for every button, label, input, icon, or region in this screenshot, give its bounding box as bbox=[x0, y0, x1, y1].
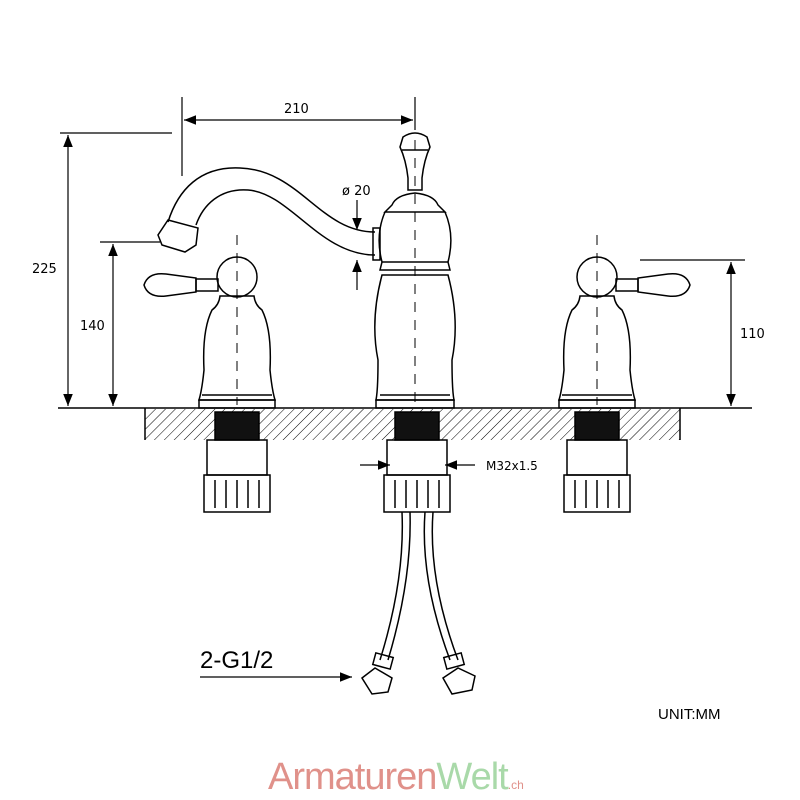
spout bbox=[157, 167, 381, 261]
logo-part1: Armaturen bbox=[268, 756, 437, 798]
dim-total-height: 225 bbox=[32, 262, 57, 277]
dim-spout-height: 140 bbox=[80, 319, 105, 334]
dim-spout-reach: 210 bbox=[284, 102, 309, 117]
centerlines bbox=[236, 140, 598, 405]
dim-spout-diameter: ø 20 bbox=[342, 184, 371, 199]
dim-handle-height: 110 bbox=[740, 327, 765, 342]
center-body bbox=[374, 132, 456, 409]
brand-logo: ArmaturenWelt.ch bbox=[268, 756, 524, 799]
left-handle bbox=[143, 256, 277, 409]
right-handle bbox=[557, 256, 691, 409]
unit-label: UNIT:MM bbox=[658, 706, 721, 723]
dim-connection: 2-G1/2 bbox=[200, 647, 273, 674]
logo-suffix: .ch bbox=[507, 778, 524, 792]
shanks bbox=[203, 411, 631, 513]
logo-part2: Welt bbox=[436, 756, 508, 798]
dimension-lines bbox=[60, 97, 745, 682]
hoses bbox=[361, 511, 476, 695]
dim-thread: M32x1.5 bbox=[486, 459, 538, 473]
